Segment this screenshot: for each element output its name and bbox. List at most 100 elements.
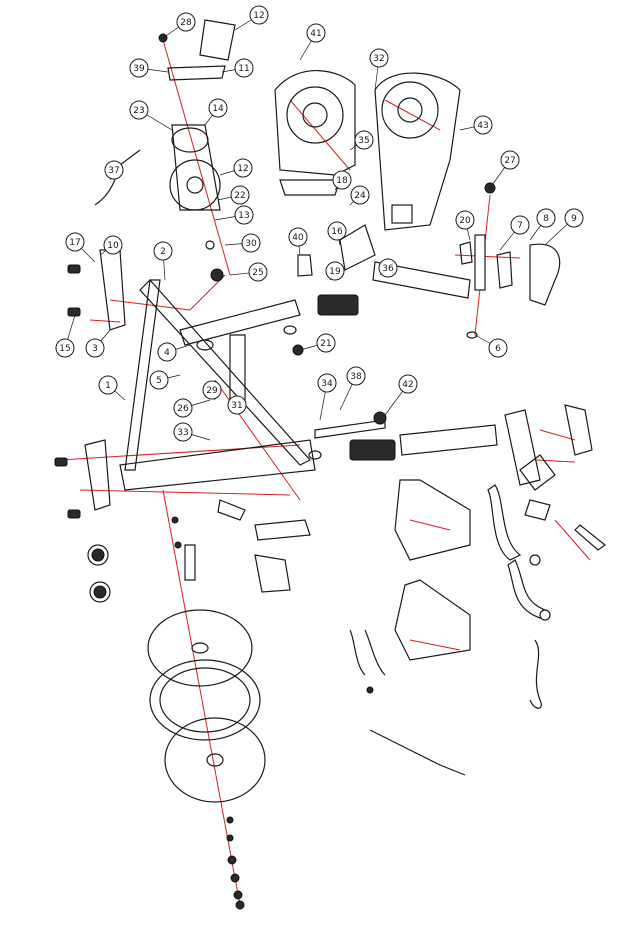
- callout-label: 11: [238, 64, 249, 74]
- callout-circle: [208, 98, 228, 118]
- callout-circle: [241, 233, 261, 253]
- callout-label: 22: [234, 191, 245, 201]
- axle-hardware: [226, 816, 245, 910]
- callout-circle: [317, 373, 337, 393]
- main-frame: [119, 279, 322, 491]
- callout-label: 14: [212, 104, 224, 114]
- handlebar-top-parts: [94, 19, 236, 282]
- crank-assembly: [87, 499, 311, 603]
- callout-circle: [149, 370, 169, 390]
- seat-assembly: [292, 182, 561, 356]
- callout-label: 37: [108, 166, 119, 176]
- callout-circle: [129, 58, 149, 78]
- callout-circle: [234, 205, 254, 225]
- callout-label: 33: [177, 428, 188, 438]
- callout-label: 10: [107, 241, 119, 251]
- callout-circle: [325, 261, 345, 281]
- callout-label: 19: [329, 267, 341, 277]
- callout-circle: [455, 210, 475, 230]
- callout-label: 31: [231, 401, 242, 411]
- handlebar-tubes: [487, 484, 606, 709]
- callout-label: 6: [495, 344, 501, 354]
- callout-label: 12: [237, 164, 248, 174]
- callout-circle: [104, 160, 124, 180]
- callout-label: 23: [133, 106, 144, 116]
- callout-label: 39: [133, 64, 145, 74]
- callout-label: 8: [543, 214, 549, 224]
- callout-circle: [327, 221, 347, 241]
- callout-circle: [398, 374, 418, 394]
- callout-label: 12: [253, 11, 264, 21]
- callout-circle: [288, 227, 308, 247]
- callout-circle: [564, 208, 584, 228]
- callout-label: 16: [331, 227, 343, 237]
- callout-label: 9: [571, 214, 577, 224]
- callout-label: 34: [321, 379, 333, 389]
- callout-circle: [248, 262, 268, 282]
- callout-circle: [350, 185, 370, 205]
- callout-circle: [500, 150, 520, 170]
- callout-circle: [249, 5, 269, 25]
- callout-circle: [234, 58, 254, 78]
- callout-circle: [378, 258, 398, 278]
- callout-label: 3: [92, 344, 98, 354]
- callout-label: 1: [105, 381, 111, 391]
- callout-label: 28: [180, 18, 192, 28]
- callout-circle: [157, 342, 177, 362]
- callout-circle: [369, 48, 389, 68]
- callout-label: 29: [206, 386, 218, 396]
- brake-parts: [349, 629, 466, 776]
- callout-circle: [346, 366, 366, 386]
- callout-label: 42: [402, 380, 413, 390]
- callout-label: 21: [320, 339, 331, 349]
- callouts: 2812113914231222133025374132433518244016…: [55, 5, 584, 442]
- callout-circle: [103, 235, 123, 255]
- callout-label: 5: [156, 376, 162, 386]
- callout-circle: [129, 100, 149, 120]
- callout-circle: [536, 208, 556, 228]
- callout-circle: [332, 170, 352, 190]
- callout-label: 38: [350, 372, 362, 382]
- side-shrouds: [394, 479, 471, 661]
- callout-label: 27: [504, 156, 515, 166]
- callout-label: 7: [517, 221, 523, 231]
- callout-circle: [230, 185, 250, 205]
- callout-label: 36: [382, 264, 394, 274]
- callout-label: 43: [477, 121, 488, 131]
- callout-label: 20: [459, 216, 471, 226]
- callout-circle: [85, 338, 105, 358]
- callout-label: 30: [245, 239, 257, 249]
- callout-circle: [55, 338, 75, 358]
- callout-label: 25: [252, 268, 263, 278]
- callout-label: 17: [69, 238, 80, 248]
- callout-circle: [98, 375, 118, 395]
- callout-circle: [173, 422, 193, 442]
- callout-label: 2: [160, 247, 166, 257]
- callout-label: 15: [59, 344, 70, 354]
- callout-circle: [202, 380, 222, 400]
- callout-label: 41: [310, 29, 321, 39]
- callout-circle: [354, 130, 374, 150]
- callout-circle: [306, 23, 326, 43]
- callout-label: 18: [336, 176, 348, 186]
- callout-circle: [316, 333, 336, 353]
- callout-circle: [227, 395, 247, 415]
- callout-circle: [176, 12, 196, 32]
- handlebar-post: [314, 404, 593, 491]
- callout-circle: [173, 398, 193, 418]
- assembly-lines: [59, 39, 591, 906]
- callout-label: 24: [354, 191, 366, 201]
- callout-label: 26: [177, 404, 189, 414]
- callout-circle: [153, 241, 173, 261]
- callout-circle: [510, 215, 530, 235]
- callout-circle: [233, 158, 253, 178]
- flywheel: [147, 609, 266, 803]
- callout-label: 32: [373, 54, 384, 64]
- callout-label: 4: [164, 348, 170, 358]
- callout-label: 13: [238, 211, 249, 221]
- callout-circle: [473, 115, 493, 135]
- callout-circle: [488, 338, 508, 358]
- callout-label: 40: [292, 233, 304, 243]
- callout-circle: [65, 232, 85, 252]
